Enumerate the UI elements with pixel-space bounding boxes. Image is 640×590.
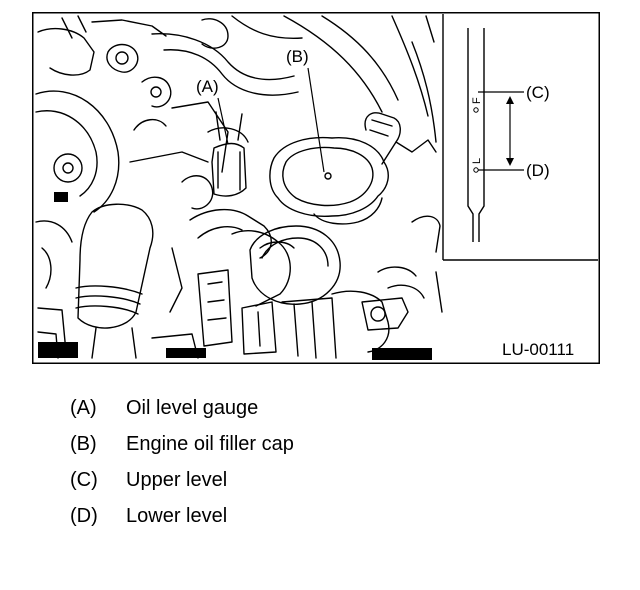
dipstick xyxy=(467,28,485,242)
engine-bay-drawing xyxy=(35,15,443,359)
legend-item: (C) Upper level xyxy=(70,466,294,502)
legend-text: Upper level xyxy=(126,469,228,491)
legend-text: Oil level gauge xyxy=(126,397,259,419)
legend-key: (B) xyxy=(70,433,97,455)
callout-b: (B) xyxy=(286,47,325,173)
legend-key: (C) xyxy=(70,469,98,491)
legend-key: (D) xyxy=(70,505,98,527)
legend-text: Engine oil filler cap xyxy=(126,433,294,455)
callout-c: (C) xyxy=(526,83,550,102)
legend: (A) Oil level gauge (B) Engine oil fille… xyxy=(70,394,294,538)
gauge-inset: F L (C) (D) xyxy=(442,14,598,261)
engine-bay-shading xyxy=(38,192,432,360)
legend-item: (B) Engine oil filler cap xyxy=(70,430,294,466)
callout-d: (D) xyxy=(526,161,550,180)
callout-a: (A) xyxy=(196,77,229,145)
figure-frame xyxy=(32,12,600,364)
gauge-mark-full: F xyxy=(471,97,483,104)
figure-code: LU-00111 xyxy=(502,340,574,359)
gauge-mark-low: L xyxy=(471,158,483,164)
legend-text: Lower level xyxy=(126,505,228,527)
engine-diagram: (A) (B) F L (C) (D) LU-00111 xyxy=(32,12,600,364)
legend-item: (D) Lower level xyxy=(70,502,294,538)
svg-text:(A): (A) xyxy=(196,77,219,96)
svg-text:(B): (B) xyxy=(286,47,309,66)
legend-key: (A) xyxy=(70,397,97,419)
legend-item: (A) Oil level gauge xyxy=(70,394,294,430)
